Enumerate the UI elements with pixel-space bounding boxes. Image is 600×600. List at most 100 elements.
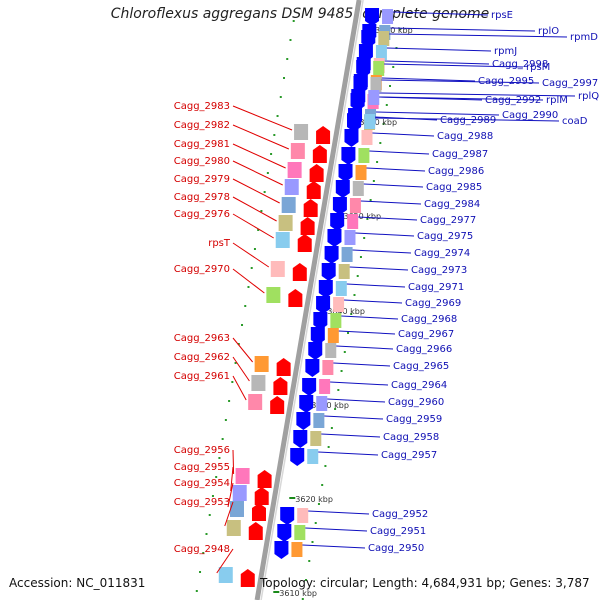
gene-label: Cagg_2961 [174,371,230,382]
ruler-dot [379,142,382,144]
feature-block [290,143,305,159]
leader-line [232,337,254,363]
leader-line [375,116,438,121]
gene-label: rplM [546,95,568,106]
leader-line [366,167,426,172]
gene-label: coaD [562,116,588,127]
gene-label: rpmJ [494,46,517,57]
leader-line [232,375,247,401]
ruler-dot [353,294,356,296]
feature-block [307,449,319,464]
leader-line [232,160,283,186]
feature-block [229,501,244,517]
feature-block [382,9,394,24]
feature-block [373,61,385,76]
gene-label: Cagg_2958 [383,432,439,443]
feature-block [232,485,247,501]
leader-line [232,242,270,268]
feature-block [344,230,356,245]
leader-line [355,232,415,237]
leader-line [232,143,286,169]
gene-label: Cagg_2998 [492,59,548,70]
ruler-dot [244,305,247,307]
leader-line [338,330,396,335]
leader-line [318,451,379,456]
feature-block [358,148,370,163]
gene-label: Cagg_2968 [401,314,457,325]
gene-label: Cagg_2959 [386,414,442,425]
leader-line [232,268,265,294]
leader-line [216,548,234,574]
leader-line [360,200,422,205]
leader-line [389,33,568,38]
tick-mark [273,591,280,593]
gene-arrow [341,147,356,165]
feature-block [235,468,250,484]
gene-label: Cagg_2956 [174,445,230,456]
feature-block [254,356,269,372]
gene-arrow [296,412,311,430]
ruler-dot [202,552,205,554]
leader-line [308,510,370,515]
ruler-dot [340,370,343,372]
feature-block [218,567,233,583]
tick-label: 3630 kbp [311,401,349,410]
ruler-dot [237,343,240,345]
feature-block [294,124,309,140]
gene-arrow [335,180,350,198]
leader-line [344,299,403,304]
feature-block [349,198,361,213]
gene-arrow [257,470,272,488]
ruler-dot [314,522,317,524]
feature-block [333,297,345,312]
leader-line [232,124,290,150]
ruler-dot [289,39,292,41]
gene-label: Cagg_2955 [174,462,230,473]
ruler-dot [241,324,244,326]
leader-line [369,150,430,155]
gene-label: Cagg_2966 [396,344,452,355]
gene-label: Cagg_2984 [424,199,480,210]
gene-label: Cagg_2964 [391,380,447,391]
ruler-dot [343,351,346,353]
gene-arrow [306,181,321,199]
ruler-dot [199,571,202,573]
ruler-dot [385,104,388,106]
feature-block [251,375,266,391]
leader-line [352,249,412,254]
leader-line [227,482,234,508]
gene-arrow [305,359,320,377]
ruler-dot [369,199,372,201]
feature-block [275,232,290,248]
ruler-dot [327,446,330,448]
feature-block [270,261,285,277]
ruler-dot [382,123,385,125]
gene-label: Cagg_2981 [174,139,230,150]
gene-label: Cagg_2985 [426,182,482,193]
gene-label: Cagg_2952 [372,509,428,520]
leader-line [224,501,234,527]
leader-line [232,356,250,382]
feature-block [347,214,359,229]
ruler-dot [356,275,359,277]
gene-label: Cagg_2963 [174,333,230,344]
ruler-dot [247,286,250,288]
gene-label: Cagg_2960 [388,397,444,408]
ruler-dot [253,248,256,250]
gene-arrow [312,145,327,163]
gene-arrow [274,541,289,559]
ruler-dot [208,514,211,516]
feature-block [355,165,367,180]
feature-block [338,264,350,279]
gene-arrow [251,503,266,521]
ruler-dot [276,115,279,117]
gene-arrow [309,164,324,182]
feature-block [266,287,281,303]
feature-block [287,162,302,178]
ruler-dot [334,408,337,410]
gene-arrow [280,507,295,525]
leader-line [336,345,394,350]
feature-block [361,130,373,145]
gene-arrow [270,396,285,414]
